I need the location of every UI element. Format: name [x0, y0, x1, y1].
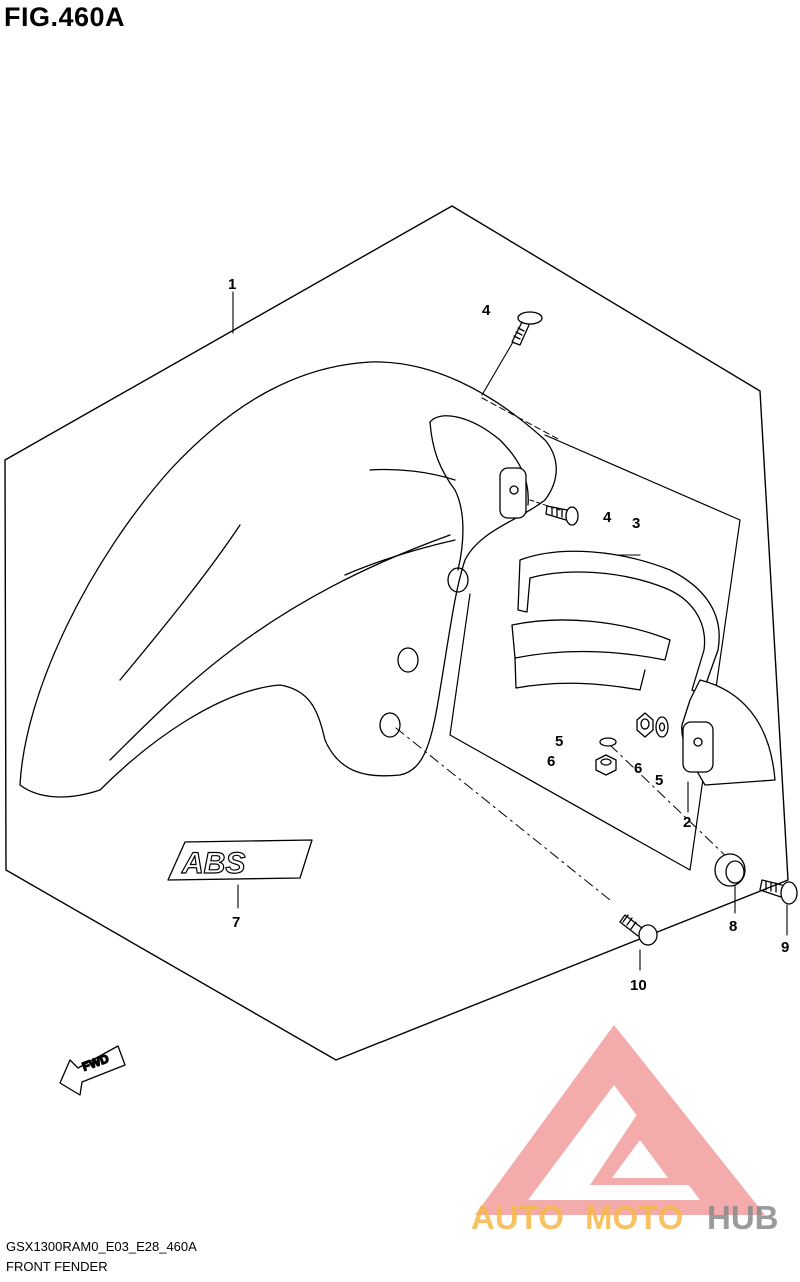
callout-6: 6: [547, 753, 555, 770]
grommet-icon: [714, 853, 746, 887]
nut-icon: [636, 712, 654, 738]
rear-fender-piece: [681, 679, 776, 786]
subassembly-frame: [449, 434, 741, 871]
fwd-arrow-icon: FWD: [59, 1045, 126, 1096]
callout-10: 10: [630, 977, 647, 994]
diagram-caption: FRONT FENDER: [6, 1259, 108, 1274]
watermark-word-auto: AUTO: [471, 1199, 564, 1236]
callout-5: 5: [655, 772, 663, 789]
mount-hole-icon: [379, 712, 401, 738]
washer-icon: [655, 716, 669, 738]
callout-1: 1: [228, 276, 236, 293]
abs-emblem-text: ABS: [181, 847, 245, 880]
callout-3: 3: [632, 515, 640, 532]
leader-line: [481, 341, 514, 396]
model-code: GSX1300RAM0_E03_E28_460A: [6, 1239, 197, 1254]
callout-6: 6: [634, 760, 642, 777]
leader-line: [481, 397, 561, 441]
screw-icon: [759, 879, 798, 905]
callout-4: 4: [603, 509, 612, 526]
leader-line: [395, 727, 611, 901]
watermark-word-hub: HUB: [707, 1199, 779, 1236]
mount-hole-icon: [447, 567, 469, 593]
washer-icon: [599, 737, 617, 747]
watermark-word-moto: MOTO: [585, 1199, 683, 1236]
bolt-icon: [511, 311, 543, 346]
watermark-wordmark: AUTO MOTO HUB: [471, 1199, 779, 1236]
callout-7: 7: [232, 914, 240, 931]
front-fender: [19, 361, 557, 798]
callout-9: 9: [781, 939, 789, 956]
fender-protector-bracket: [511, 550, 720, 696]
assembly-outline: [4, 205, 789, 1061]
bolt-icon: [545, 505, 579, 526]
nut-icon: [595, 754, 617, 776]
callout-2: 2: [683, 814, 691, 831]
abs-emblem-icon: ABS: [167, 839, 313, 881]
callout-8: 8: [729, 918, 737, 935]
callout-4: 4: [482, 302, 491, 319]
mount-hole-icon: [397, 647, 419, 673]
watermark-logo-icon: [475, 1025, 765, 1215]
leader-line: [529, 499, 561, 511]
figure-title: FIG.460A: [4, 2, 126, 32]
leader-line: [609, 744, 731, 861]
screw-icon: [619, 914, 658, 946]
callout-5: 5: [555, 733, 563, 750]
